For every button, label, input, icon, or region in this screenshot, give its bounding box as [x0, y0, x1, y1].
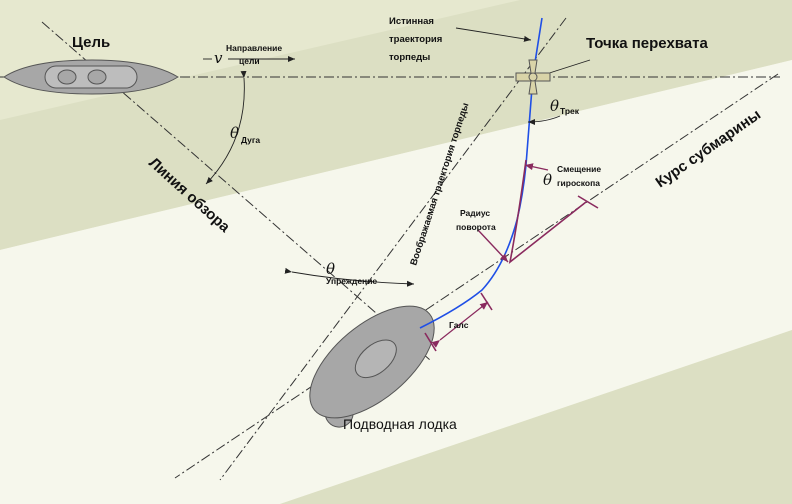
lead-label: Упреждение [326, 276, 377, 286]
turn-radius-label-1: Радиус [460, 208, 490, 218]
reach-arrow [431, 301, 489, 348]
target-label: Цель [72, 34, 110, 51]
intercept-crosshair-icon [515, 59, 551, 95]
turn-radius-arrow [477, 229, 509, 263]
arc-theta: θ [230, 124, 239, 142]
submarine-vessel [309, 305, 435, 428]
reach-label: Галс [449, 320, 469, 330]
arc-sub-label: Дуга [241, 135, 260, 145]
gyro-offset-arrow [524, 163, 549, 171]
track-angle-arrow [527, 115, 561, 125]
turn-radius-label-2: поворота [456, 222, 496, 232]
reach-tick-start [424, 332, 437, 352]
lead-angle-arrow [284, 267, 415, 287]
true-track-pointer [455, 27, 532, 42]
gyro-offset-path [508, 159, 587, 264]
lead-theta: θ [326, 260, 335, 278]
reach-tick-end [480, 292, 493, 311]
arc-angle-arrow [205, 70, 247, 185]
submarine-course-line [174, 73, 779, 479]
imagined-track-line [219, 17, 567, 481]
target-vessel [3, 59, 179, 95]
true-track-label-1: Истинная [389, 16, 434, 27]
track-theta: θ [550, 97, 559, 115]
velocity-symbol: v [214, 49, 223, 67]
gyro-offset-label-1: Смещение [557, 164, 601, 174]
submarine-label: Подводная лодка [343, 416, 457, 432]
intercept-point-label: Точка перехвата [586, 35, 708, 52]
true-track-label-3: торпеды [389, 52, 430, 63]
gyro-offset-tick [577, 195, 599, 209]
background-lower-shade [280, 330, 792, 504]
target-direction-label-1: Направление [226, 43, 282, 53]
gyro-offset-label-2: гироскопа [557, 178, 600, 188]
target-direction-label-2: цели [239, 56, 260, 66]
track-sub-label: Трек [560, 106, 580, 116]
gyro-theta: θ [543, 171, 552, 189]
true-track-label-2: траектория [389, 34, 442, 45]
